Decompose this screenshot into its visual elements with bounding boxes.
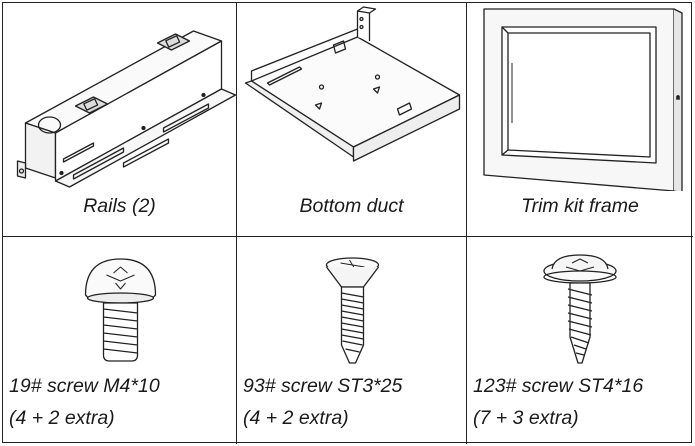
bottom-duct-icon xyxy=(244,6,461,162)
rails-icon xyxy=(16,30,236,188)
caption-bottom-duct: Bottom duct xyxy=(299,195,404,217)
cell-trim-kit-frame: Trim kit frame xyxy=(467,3,693,237)
flat-head-screw-icon xyxy=(325,257,380,364)
cell-screw-19: 19# screw M4*10 (4 + 2 extra) xyxy=(3,237,237,444)
screw-19-name: 19# screw M4*10 xyxy=(9,375,160,397)
screw-123-quantity: (7 + 3 extra) xyxy=(473,407,579,429)
washer-head-tapping-screw-icon xyxy=(543,254,617,364)
screw-93-name: 93# screw ST3*25 xyxy=(243,375,403,397)
cell-rails: Rails (2) xyxy=(3,3,237,237)
truss-head-screw-icon xyxy=(84,258,157,362)
caption-trim-kit-frame: Trim kit frame xyxy=(521,195,639,217)
cell-screw-123: 123# screw ST4*16 (7 + 3 extra) xyxy=(467,237,693,444)
screw-19-quantity: (4 + 2 extra) xyxy=(9,407,115,429)
caption-rails: Rails (2) xyxy=(83,195,156,217)
screw-93-quantity: (4 + 2 extra) xyxy=(243,407,349,429)
cell-screw-93: 93# screw ST3*25 (4 + 2 extra) xyxy=(237,237,467,444)
trim-kit-frame-icon xyxy=(483,8,683,191)
cell-bottom-duct: Bottom duct xyxy=(237,3,467,237)
screw-123-name: 123# screw ST4*16 xyxy=(473,375,644,397)
